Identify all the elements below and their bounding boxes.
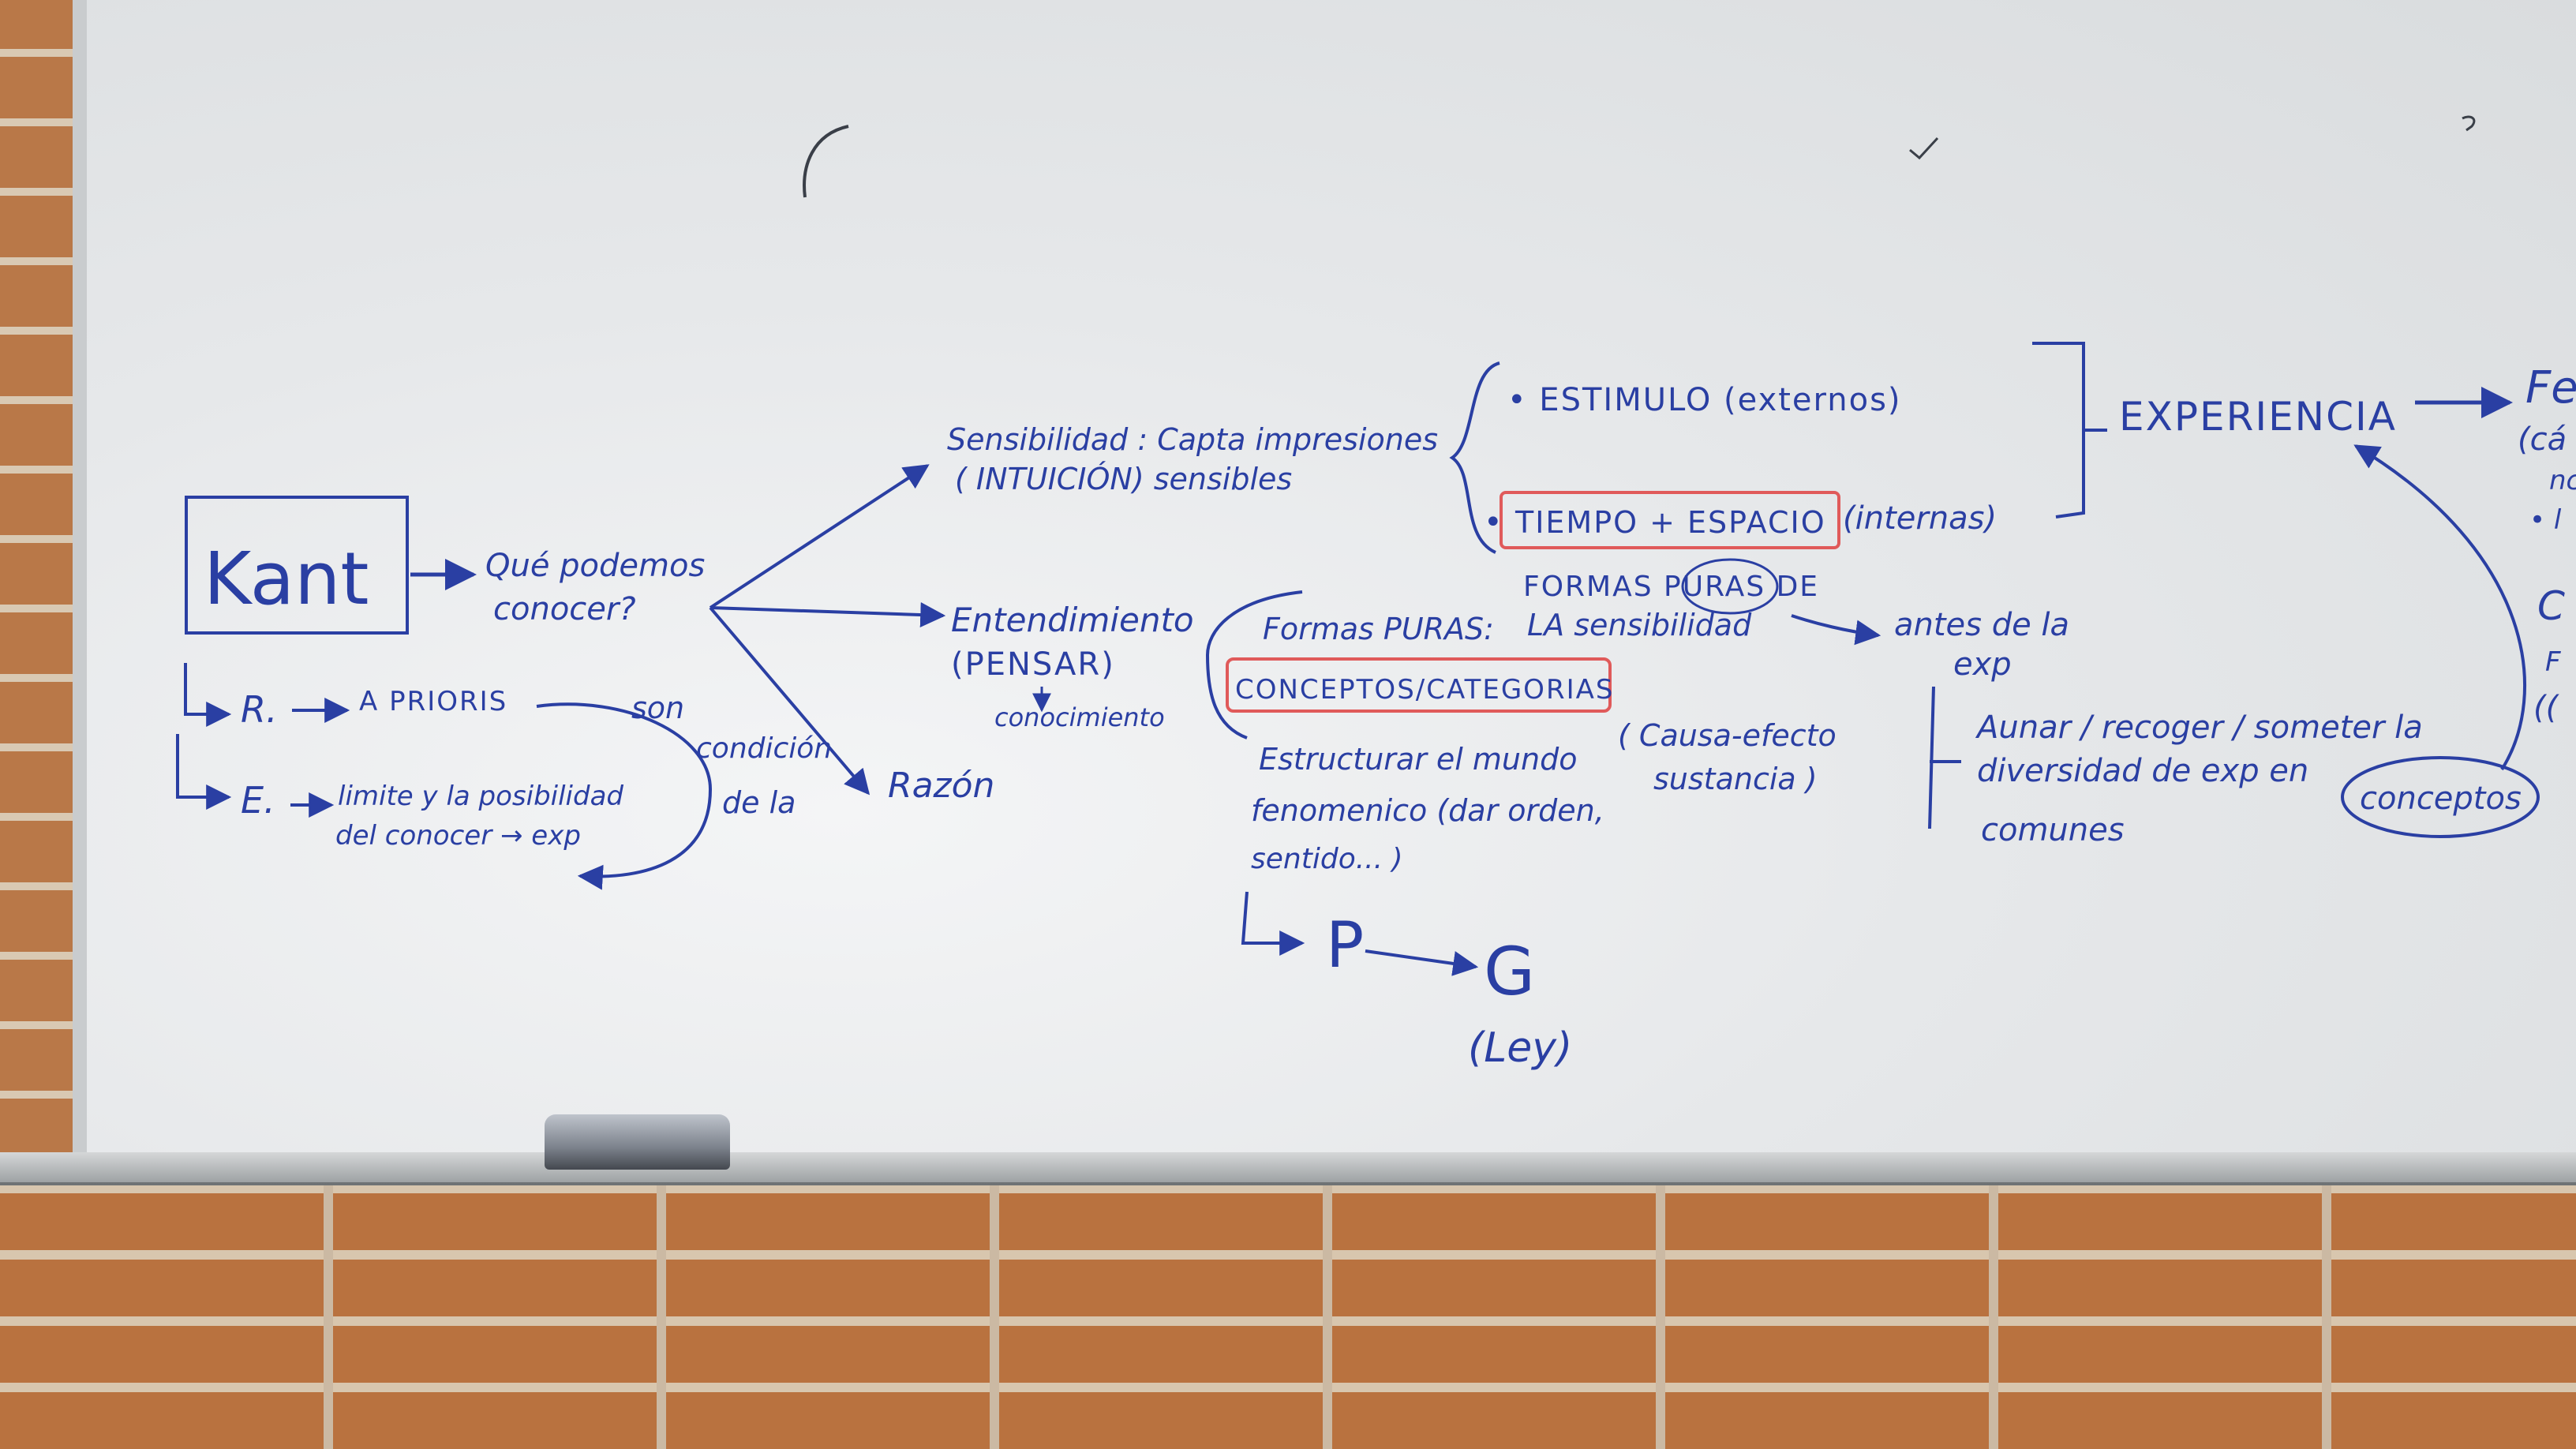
sensibilidad-line-2: ( INTUICIÓN) sensibles [955, 462, 1292, 496]
question-line-2: conocer? [493, 591, 636, 627]
cut-fe: Fe [2525, 362, 2576, 414]
kant-title: Kant [204, 537, 369, 621]
conceptos-categorias: CONCEPTOS/CATEGORIAS [1235, 674, 1614, 706]
estructurar-line-3: sentido... ) [1251, 843, 1403, 875]
sensibilidad-line-1: Sensibilidad : Capta impresiones [947, 422, 1438, 457]
conceptos-box [1226, 657, 1612, 713]
experiencia: EXPERIENCIA [2119, 394, 2397, 440]
antes-line-1: antes de la [1894, 607, 2069, 643]
estructurar-line-2: fenomenico (dar orden, [1251, 793, 1604, 828]
aunar-line-1: Aunar / recoger / someter la [1975, 710, 2423, 746]
note-son: son [631, 691, 684, 725]
formas-puras-line-1: FORMAS PURAS DE [1523, 571, 1819, 603]
marker-tray [0, 1152, 2576, 1185]
conocimiento: conocimiento [994, 702, 1165, 732]
tiempo-espacio-box [1500, 491, 1840, 549]
razon: Razón [888, 766, 994, 806]
question-line-1: Qué podemos [485, 548, 705, 584]
ley: (Ley) [1468, 1024, 1572, 1072]
cut-paren: (( [2533, 690, 2560, 726]
estimulo: • ESTIMULO (externos) [1507, 382, 1902, 418]
cut-f: F [2545, 646, 2561, 678]
internas: (internas) [1843, 500, 1997, 537]
empiricism-letter: E. [241, 779, 275, 822]
conceptos-circle [2341, 756, 2540, 838]
empiricism-line-2: del conocer → exp [335, 820, 581, 852]
kant-box [185, 496, 409, 635]
bullet: • [1484, 504, 1503, 541]
rationalism-letter: R. [241, 688, 278, 731]
sustancia: sustancia ) [1653, 762, 1818, 796]
formas-puras-line-2: LA sensibilidad [1527, 608, 1752, 642]
cut-ca: (cá [2518, 421, 2567, 458]
aunar-line-2: diversidad de exp en [1977, 753, 2308, 789]
puras-circle [1681, 558, 1779, 615]
antes-line-2: exp [1953, 646, 2012, 683]
pensar: (PENSAR) [951, 646, 1115, 683]
conceptos-circled: conceptos [2360, 781, 2522, 817]
estructurar-line-1: Estructurar el mundo [1259, 742, 1577, 777]
aunar-line-3: comunes [1981, 812, 2125, 848]
cut-l: • l [2529, 504, 2562, 536]
causa-efecto: ( Causa-efecto [1618, 718, 1837, 753]
whiteboard [73, 0, 2576, 1160]
brick-wall-left [0, 0, 73, 1160]
note-de-la: de la [722, 785, 796, 820]
tiempo-espacio: TIEMPO + ESPACIO [1515, 505, 1826, 540]
cut-nc: nc [2549, 465, 2576, 496]
a-prioris: A PRIORIS [359, 686, 507, 717]
brick-wall-bottom [0, 1180, 2576, 1449]
entendimiento: Entendimiento [951, 601, 1194, 639]
g-letter: G [1484, 933, 1535, 1010]
eraser [545, 1114, 730, 1170]
p-letter: P [1326, 908, 1364, 982]
note-condicion: condición [696, 732, 832, 765]
formas-puras-2: Formas PURAS: [1263, 612, 1494, 646]
cut-c: C [2537, 583, 2565, 629]
empiricism-line-1: limite y la posibilidad [338, 781, 623, 812]
